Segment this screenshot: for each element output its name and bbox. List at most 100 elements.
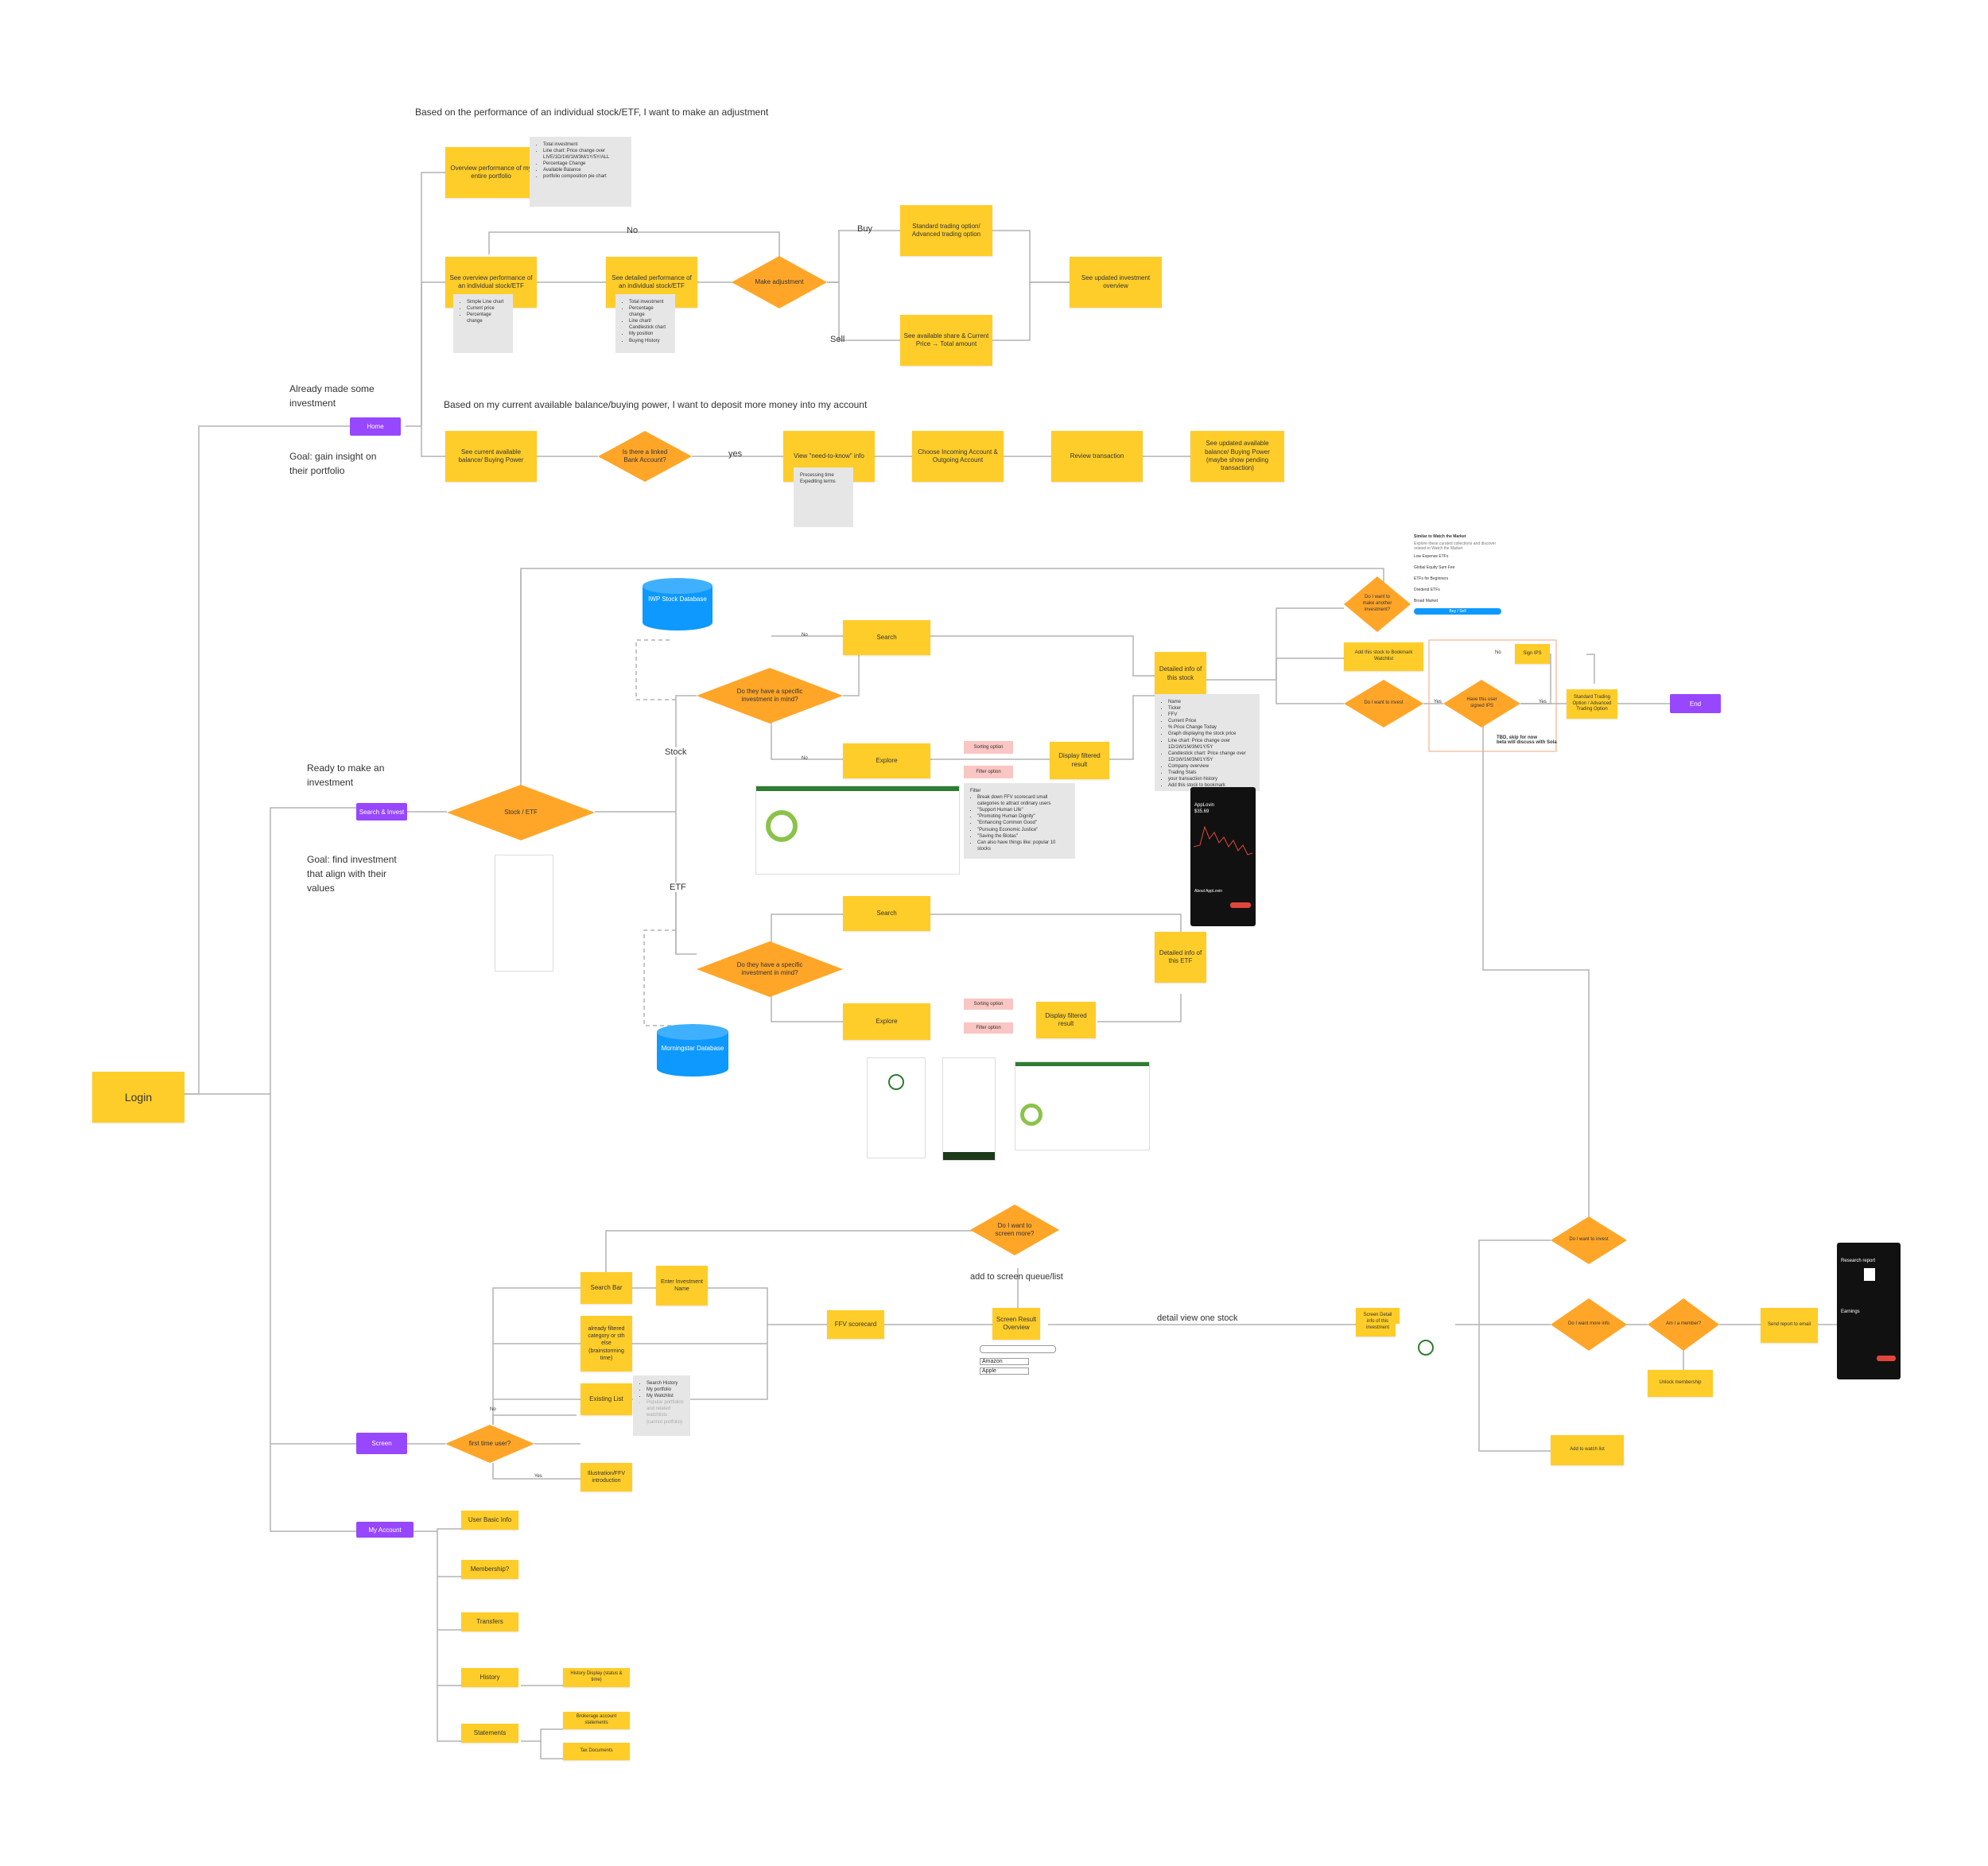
history-display-sticky: History Display (status & time) xyxy=(563,1668,630,1687)
history-sticky[interactable]: History xyxy=(461,1668,518,1687)
note-item: % Price Change Today xyxy=(1168,724,1253,731)
search-input[interactable] xyxy=(980,1345,1056,1353)
another-investment-decision: Do I want to make another investment? xyxy=(1344,576,1411,632)
ffv-scorecard-sticky: FFV scorecard xyxy=(827,1310,884,1339)
note-item: Ticker xyxy=(1168,705,1253,712)
similar-subtitle: Explore these curated collections and di… xyxy=(1414,541,1501,551)
overview-portfolio-note: Total investment Line chart: Price chang… xyxy=(530,137,631,207)
display-filtered-stock-sticky: Display filtered result xyxy=(1050,742,1109,779)
note-item: Available Balance xyxy=(543,167,625,173)
note-item: Current Price xyxy=(1168,718,1253,724)
buy-sell-button[interactable]: Buy / Sell xyxy=(1414,608,1501,615)
note-item: Candlestick chart: Price change over 1D/… xyxy=(1168,751,1253,763)
detailed-stock-info-sticky: Detailed info of this stock xyxy=(1155,652,1206,696)
similar-item[interactable]: Dividend ETFs xyxy=(1414,588,1501,592)
detailed-note-list: Total investment Percentage change Line … xyxy=(622,299,669,344)
list-item[interactable]: Amazon xyxy=(980,1358,1029,1365)
document-icon xyxy=(1864,1268,1875,1281)
updated-overview-sticky: See updated investment overview xyxy=(1070,257,1162,308)
overview-stock-note-list: Simple Line chart Current price Percenta… xyxy=(460,299,507,324)
updated-balance-sticky: See updated available balance/ Buying Po… xyxy=(1190,431,1284,482)
nav-home[interactable]: Home xyxy=(350,417,401,436)
decision-label: Do I want more info xyxy=(1551,1298,1627,1351)
morningstar-database-icon: Morningstar Database xyxy=(657,1024,728,1077)
similar-panel: Similar to Watch the Market Explore thes… xyxy=(1414,534,1501,630)
decision-label: Do I want to invest xyxy=(1551,1216,1627,1264)
screen-detail-sticky: Screen Detail info of this investment xyxy=(1356,1308,1400,1336)
overview-note-list: Total investment Line chart: Price chang… xyxy=(536,142,625,180)
list-item[interactable]: Apple xyxy=(980,1367,1029,1375)
applovin-phone-mock: AppLovin $35.69 About AppLovin xyxy=(1190,787,1256,926)
note-item: Total investment xyxy=(543,142,625,148)
no-label: No xyxy=(490,1407,496,1412)
existing-list-sticky: Existing List xyxy=(580,1383,632,1415)
unlock-membership-sticky: Unlock membership xyxy=(1648,1370,1713,1397)
overview-portfolio-sticky: Overview performance of my entire portfo… xyxy=(445,147,537,198)
decision-label: Do I want to screen more? xyxy=(970,1205,1059,1255)
trade-button[interactable] xyxy=(1230,902,1251,908)
note-item: My Watchlist xyxy=(646,1393,684,1399)
app-price: $35.69 xyxy=(1194,809,1209,814)
membership-sticky[interactable]: Membership? xyxy=(461,1560,518,1579)
existing-list-note: Search History My portfolio My Watchlist… xyxy=(633,1375,690,1436)
sell-label: Sell xyxy=(830,335,845,344)
buy-label: Buy xyxy=(857,224,872,234)
nav-search-invest[interactable]: Search & Invest xyxy=(356,803,407,820)
note-item: Line chart/ Candlestick chart xyxy=(629,318,669,331)
research-report-phone-mock: Research report Earnings xyxy=(1837,1243,1901,1379)
database-label: IWP Stock Database xyxy=(643,595,712,603)
similar-item[interactable]: Broad Market xyxy=(1414,599,1501,603)
choose-account-sticky: Choose Incoming Account & Outgoing Accou… xyxy=(912,431,1004,482)
note-item: Total investment xyxy=(629,299,669,305)
screen-list-mock: Amazon Apple xyxy=(980,1345,1056,1377)
screen-result-sticky: Screen Result Overview xyxy=(992,1308,1040,1340)
decision-label: Do they have a specific investment in mi… xyxy=(697,941,843,997)
decision-label: Is there a linked Bank Account? xyxy=(598,431,692,482)
nav-screen[interactable]: Screen xyxy=(356,1433,407,1454)
standard-trading-sticky: Standard trading option/ Advanced tradin… xyxy=(900,205,992,256)
login-sticky[interactable]: Login xyxy=(92,1072,184,1123)
search-bar-sticky: Search Bar xyxy=(580,1272,632,1304)
note-item: My position xyxy=(629,331,669,337)
sorting-option-tag: Sorting option xyxy=(964,741,1013,754)
yes-label: Yes xyxy=(534,1474,542,1479)
linked-bank-decision: Is there a linked Bank Account? xyxy=(598,431,692,482)
statements-sticky[interactable]: Statements xyxy=(461,1724,518,1743)
note-item: Line chart: Price change over LIVE/1D/1W… xyxy=(543,148,625,161)
fund-table-mock xyxy=(1015,1061,1150,1150)
filter-note: Filter Break down FFV scorecard small ca… xyxy=(964,783,1075,859)
similar-item[interactable]: ETFs for Beginners xyxy=(1414,576,1501,581)
nav-my-account[interactable]: My Account xyxy=(356,1522,414,1538)
decision-label: Stock / ETF xyxy=(447,785,595,840)
similar-item[interactable]: Global Equity Sum Fee xyxy=(1414,565,1501,570)
note-item: Line chart: Price change over 1D/1W/1M/3… xyxy=(1168,738,1253,751)
note-item: your transaction history xyxy=(1168,776,1253,782)
note-item: Graph displaying the stock price xyxy=(1168,731,1253,737)
yes-label: Yes xyxy=(1539,700,1547,704)
similar-item[interactable]: Low Expense ETFs xyxy=(1414,554,1501,559)
transfers-sticky[interactable]: Transfers xyxy=(461,1612,518,1631)
note-item: "Support Human Life" xyxy=(977,807,1069,813)
about-label: About AppLovin xyxy=(1194,889,1222,894)
sorting-option-tag: Sorting option xyxy=(964,999,1013,1010)
decision-label: Do they have a specific investment in mi… xyxy=(697,668,843,724)
enter-name-sticky: Enter Investment Name xyxy=(656,1266,708,1305)
screen-invest-decision: Do I want to invest xyxy=(1551,1216,1627,1264)
signed-ips-decision: Have this user signed IPS xyxy=(1443,680,1520,727)
tax-documents-sticky: Tax Documents xyxy=(563,1743,630,1760)
note-item: Percentage Change xyxy=(543,161,625,167)
screen-detail-mock xyxy=(1396,1324,1455,1435)
detailed-stock-note: Total investment Percentage change Line … xyxy=(615,294,675,353)
add-watchlist-sticky: Add to watch list xyxy=(1551,1435,1624,1465)
decision-label: Do I want to invest xyxy=(1344,680,1423,727)
action-button[interactable] xyxy=(1877,1356,1896,1361)
table-header-bar xyxy=(756,786,959,791)
note-item: FFV xyxy=(1168,712,1253,718)
end-terminal: End xyxy=(1670,694,1721,713)
already-filtered-sticky: already filtered category or sth else (b… xyxy=(580,1316,632,1371)
make-adjustment-decision: Make adjustment xyxy=(732,256,827,308)
app-name: AppLovin xyxy=(1194,803,1214,808)
note-item: Can also have things like: popular 10 st… xyxy=(977,840,1069,852)
user-basic-info-sticky[interactable]: User Basic Info xyxy=(461,1511,518,1530)
